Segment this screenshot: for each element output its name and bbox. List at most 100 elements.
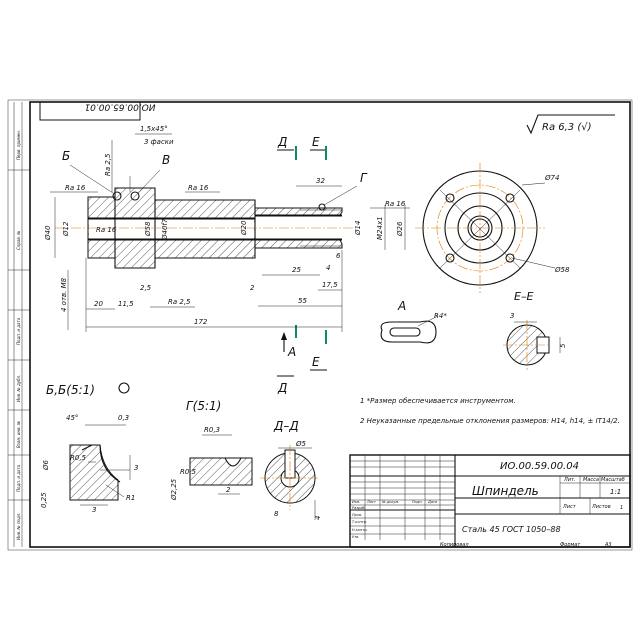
tb-docnum: № докум. [381,500,399,504]
detail-b-title: Б,Б(5:1) [46,383,95,397]
tb-utv: Утв. [352,535,359,539]
dim-ee-h5: 5 [559,343,567,348]
dim-ra16-d: Ra 16 [385,200,406,208]
tb-data: Дата [427,500,437,504]
dim-ee-w3: 3 [510,312,514,320]
flange-end-view: Ø74 Ø58 [415,163,570,293]
dim-dd-d5: Ø5 [295,440,307,448]
roughness-general: Ra 6,3 (√) [526,114,615,135]
section-e-e: Е–Е 3 5 [503,290,567,370]
svg-text:Ra 6,3 (√): Ra 6,3 (√) [542,122,592,133]
dim-m24: M24x1 [376,216,384,240]
dim-l172: 172 [194,318,208,326]
dim-d40f7: Ø40f7 [161,218,169,241]
dim-flange-d74: Ø74 [544,174,559,182]
dim-d26: Ø26 [396,221,404,237]
tb-lit: Лит. [563,477,576,483]
outer-border [7,99,633,551]
dim-l2: 2 [250,284,255,292]
dim-chamfer: 1,5x45° [140,125,168,133]
tb-podp: Подп. [412,500,423,504]
tb-mass: Масса [583,477,599,483]
strip-label: Подп. и дата [16,317,21,345]
detail-g: Г(5:1) R0,3 R0,5 Ø2,25 2 [170,399,253,501]
section-d-d: Д–Д Ø5 8 4 [260,419,322,520]
dim-flange-d58: Ø58 [554,266,570,274]
detail-b: Б,Б(5:1) 45° 0,3 Ø6 R0,5 3 R1 0,25 3 [40,382,138,514]
dim-b-h3: 3 [134,464,138,472]
dim-l55: 55 [298,297,307,305]
dim-holes: 4 отв. M8 [60,277,68,312]
shaft-main-view [55,187,355,269]
tb-scale-val: 1:1 [610,488,621,496]
tb-list: Лист [366,500,377,504]
dim-ra16-a: Ra 16 [65,184,86,192]
tb-razrab: Разраб. [352,506,366,510]
dim-b-r1: R1 [126,494,135,502]
tb-format-val: А3 [604,542,612,548]
dim-chamfer-note: 3 фаски [144,138,174,146]
dim-b-a45: 45° [66,414,78,422]
dim-l32: 32 [316,177,325,185]
tb-nkontr: Н.контр. [352,528,368,532]
tb-prov: Пров. [352,513,362,517]
dim-ra25-top: Ra 2,5 [104,153,112,176]
dim-g-r05: R0,5 [180,468,197,476]
dim-g-d225: Ø2,25 [170,478,178,501]
dim-d58: Ø58 [144,221,152,237]
dim-ra16-b: Ra 16 [188,184,209,192]
tb-tkontr: Т.контр. [352,520,367,524]
dim-b-w3: 3 [92,506,96,514]
dim-r4: R4* [434,312,447,320]
dim-l20: 20 [94,300,103,308]
dim-ra25b: Ra 2,5 [168,298,191,306]
tb-scale: Масштаб [601,477,625,483]
dim-g-w2: 2 [226,486,231,494]
tb-izm: Изм. [352,500,360,504]
dim-l6: 6 [336,252,341,260]
tb-copied: Копировал [440,542,469,548]
dim-l25: 25 [292,266,301,274]
tb-name: Шпиндель [472,484,539,498]
tb-sheet: Лист [562,504,577,510]
label-v: В [162,153,170,167]
dim-b-d6: Ø6 [42,459,50,471]
dim-b-d025: 0,25 [40,492,48,508]
strip-label: Подп. и дата [16,464,21,492]
dim-l25b: 2,5 [140,284,152,292]
tb-sheets: Листов [591,504,611,510]
dim-ra16-c: Ra 16 [96,226,117,234]
dim-d14: Ø14 [354,221,362,236]
left-strip: Перв. примен. Справ. № Подп. и дата Инв.… [8,102,30,547]
label-d-top: Д [277,135,287,149]
section-markers: Д Е А Е Д [277,135,327,395]
dim-dd-h4: 4 [314,516,322,520]
label-a-arrow: А [287,345,296,359]
dim-g-r03: R0,3 [204,426,220,434]
dim-b-r03: 0,3 [118,414,129,422]
dim-d40: Ø40 [44,225,52,241]
label-d-bottom: Д [277,381,287,395]
label-e-top: Е [312,135,320,149]
tb-format: Формат [560,542,581,548]
strip-label: Справ. № [16,231,21,250]
dim-l175: 17,5 [322,281,338,289]
detail-g-title: Г(5:1) [186,399,221,413]
dim-l4: 4 [326,264,330,272]
dim-l115: 11,5 [118,300,134,308]
dim-d12: Ø12 [62,221,70,237]
note-1: 1 *Размер обеспечивается инструментом. [360,397,516,405]
dim-d20: Ø20 [240,220,248,236]
view-a-title: А [397,299,406,313]
label-e-bottom: Е [312,355,320,369]
label-g: Г [360,171,368,185]
strip-label: Инв. № дубл. [16,375,21,402]
label-b: Б [62,149,70,163]
view-a-slot: А R4* [380,299,447,344]
dim-b-r05: R0,5 [70,454,87,462]
strip-label: Перв. примен. [16,130,21,160]
tb-sheets-val: 1 [620,505,623,511]
dim-dd-w8: 8 [274,510,279,518]
note-2: 2 Неуказанные предельные отклонения разм… [360,417,620,425]
strip-label: Инв. № подл. [16,512,21,540]
